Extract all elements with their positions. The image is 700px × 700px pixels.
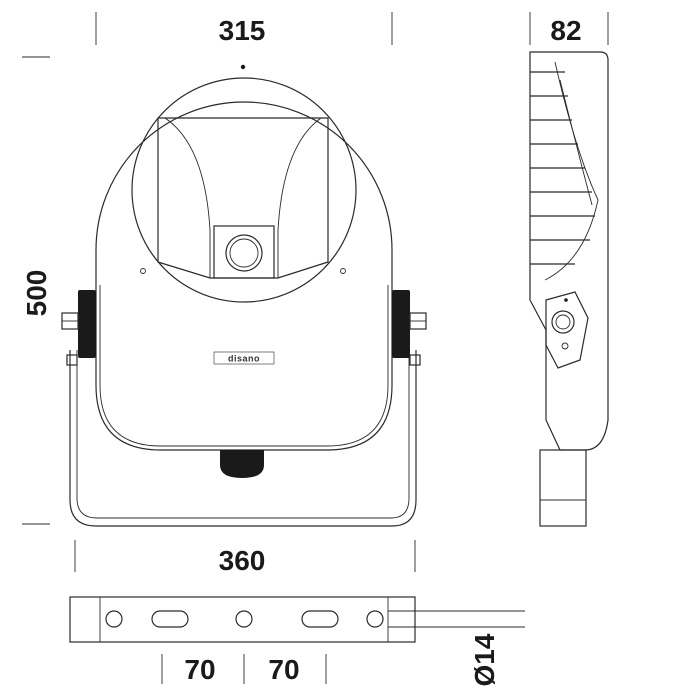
dim-side-depth: 82 — [550, 15, 581, 46]
bracket-plate — [69, 596, 416, 643]
brand-logo: disano — [213, 351, 275, 365]
right-bolt — [409, 312, 427, 366]
dim-total-height: 500 — [21, 270, 52, 317]
dim-hole-spacing-right: 70 — [268, 654, 299, 685]
pivot-bolt — [551, 310, 575, 334]
lens-ring — [131, 77, 357, 303]
left-bolt — [61, 312, 79, 366]
u-bracket — [69, 350, 417, 527]
housing-outline — [95, 101, 393, 451]
front-view: disano — [61, 64, 427, 527]
cable-gland — [220, 450, 264, 478]
pivot-plate — [545, 291, 589, 369]
mount-hole — [366, 610, 384, 628]
bracket-plan-view — [69, 596, 525, 643]
mount-hole — [105, 610, 123, 628]
reflector — [157, 117, 329, 279]
brand-logo-text: disano — [228, 354, 260, 364]
mount-slot — [301, 610, 339, 628]
led-module — [225, 234, 263, 272]
side-view — [529, 51, 609, 527]
side-housing — [529, 51, 609, 451]
mount-hole — [235, 610, 253, 628]
left-hinge-block — [78, 290, 96, 358]
dim-bracket-width: 360 — [219, 545, 266, 576]
dim-hole-spacing-left: 70 — [184, 654, 215, 685]
side-bracket-arm — [539, 449, 587, 527]
right-hinge-block — [392, 290, 410, 358]
dim-front-width: 315 — [219, 15, 266, 46]
mount-slot — [151, 610, 189, 628]
dimension-lines — [22, 12, 609, 684]
cooling-fins — [530, 61, 599, 281]
dim-hole-diameter: Ø14 — [469, 633, 500, 686]
